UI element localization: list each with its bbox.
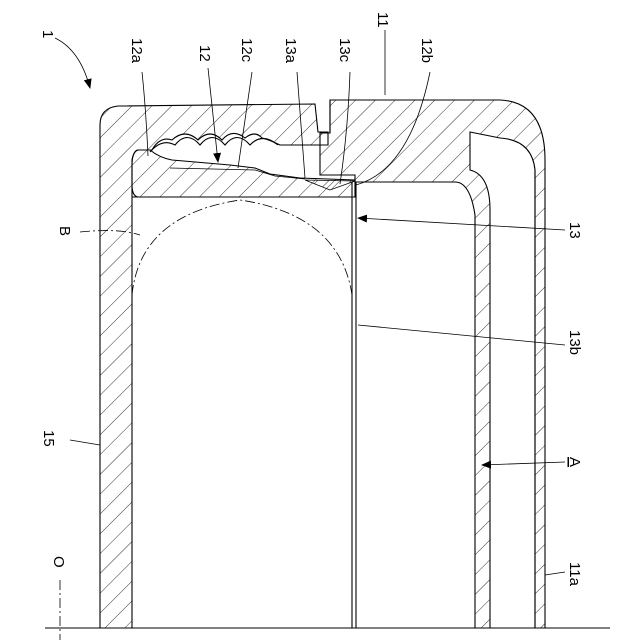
contour-B [132,200,352,295]
leader-11a [545,572,565,575]
leader-13 [358,218,565,230]
leader-1 [55,38,90,88]
label-12c: 12c [238,38,255,63]
label-13c: 13c [336,38,353,63]
label-11a: 11a [566,562,583,587]
label-15: 15 [40,430,57,447]
leader-13b [358,325,565,345]
label-11: 11 [374,12,391,28]
label-12: 12 [196,45,213,62]
label-13: 13 [566,222,583,239]
label-13a: 13a [282,38,299,64]
label-A: A [566,457,583,467]
label-O: O [50,556,67,568]
leader-A [482,462,565,465]
leader-15 [70,440,100,445]
container-11 [320,100,545,628]
label-B: B [56,226,73,236]
label-12b: 12b [418,38,435,63]
label-1: 1 [39,30,56,38]
label-13b: 13b [566,330,583,355]
label-12a: 12a [128,38,145,64]
